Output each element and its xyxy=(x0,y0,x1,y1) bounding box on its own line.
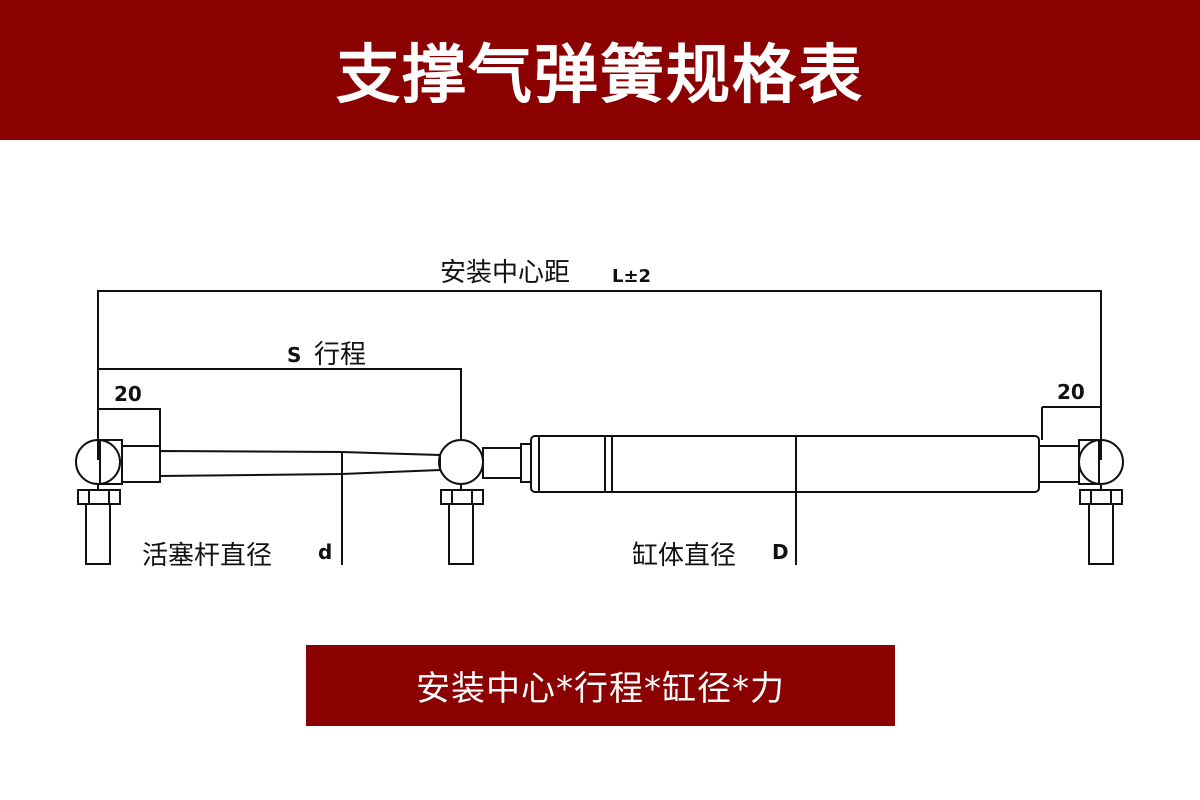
spec-formula-banner: 安装中心*行程*缸径*力 xyxy=(306,645,895,726)
cylinder-diameter-symbol: D xyxy=(772,540,789,564)
middle-threaded-stud xyxy=(448,503,474,565)
spec-formula-text: 安装中心*行程*缸径*力 xyxy=(416,669,785,709)
cylinder-body xyxy=(530,435,1040,493)
install-center-dimension-line xyxy=(97,290,1102,460)
left-socket-housing xyxy=(99,439,123,485)
piston-rod xyxy=(159,449,441,478)
right-end-dimension: 20 xyxy=(1057,380,1085,404)
right-collar xyxy=(1038,445,1080,483)
stroke-symbol: S xyxy=(287,343,302,367)
middle-hex-nut xyxy=(440,489,484,505)
header-banner xyxy=(0,0,1200,140)
left-end-dimension-bracket xyxy=(98,408,161,446)
right-threaded-stud xyxy=(1088,503,1114,565)
middle-ball-joint xyxy=(438,439,484,485)
left-hex-nut xyxy=(77,489,121,505)
stroke-dimension-line xyxy=(98,368,462,440)
left-end-dimension: 20 xyxy=(114,382,142,406)
right-hex-nut xyxy=(1079,489,1123,505)
install-center-label: 安装中心距 xyxy=(440,258,571,288)
rod-diameter-symbol: d xyxy=(318,540,333,564)
install-center-tolerance: L±2 xyxy=(612,266,652,287)
left-collar xyxy=(121,445,161,483)
right-socket-housing xyxy=(1078,439,1100,485)
stroke-label: 行程 xyxy=(314,340,367,370)
cylinder-diameter-label: 缸体直径 xyxy=(632,541,737,571)
rod-diameter-label: 活塞杆直径 xyxy=(142,541,273,571)
middle-collar xyxy=(482,447,522,479)
page-title: 支撑气弹簧规格表 xyxy=(336,39,864,113)
cylinder-end-cap xyxy=(520,443,532,483)
left-threaded-stud xyxy=(85,503,111,565)
